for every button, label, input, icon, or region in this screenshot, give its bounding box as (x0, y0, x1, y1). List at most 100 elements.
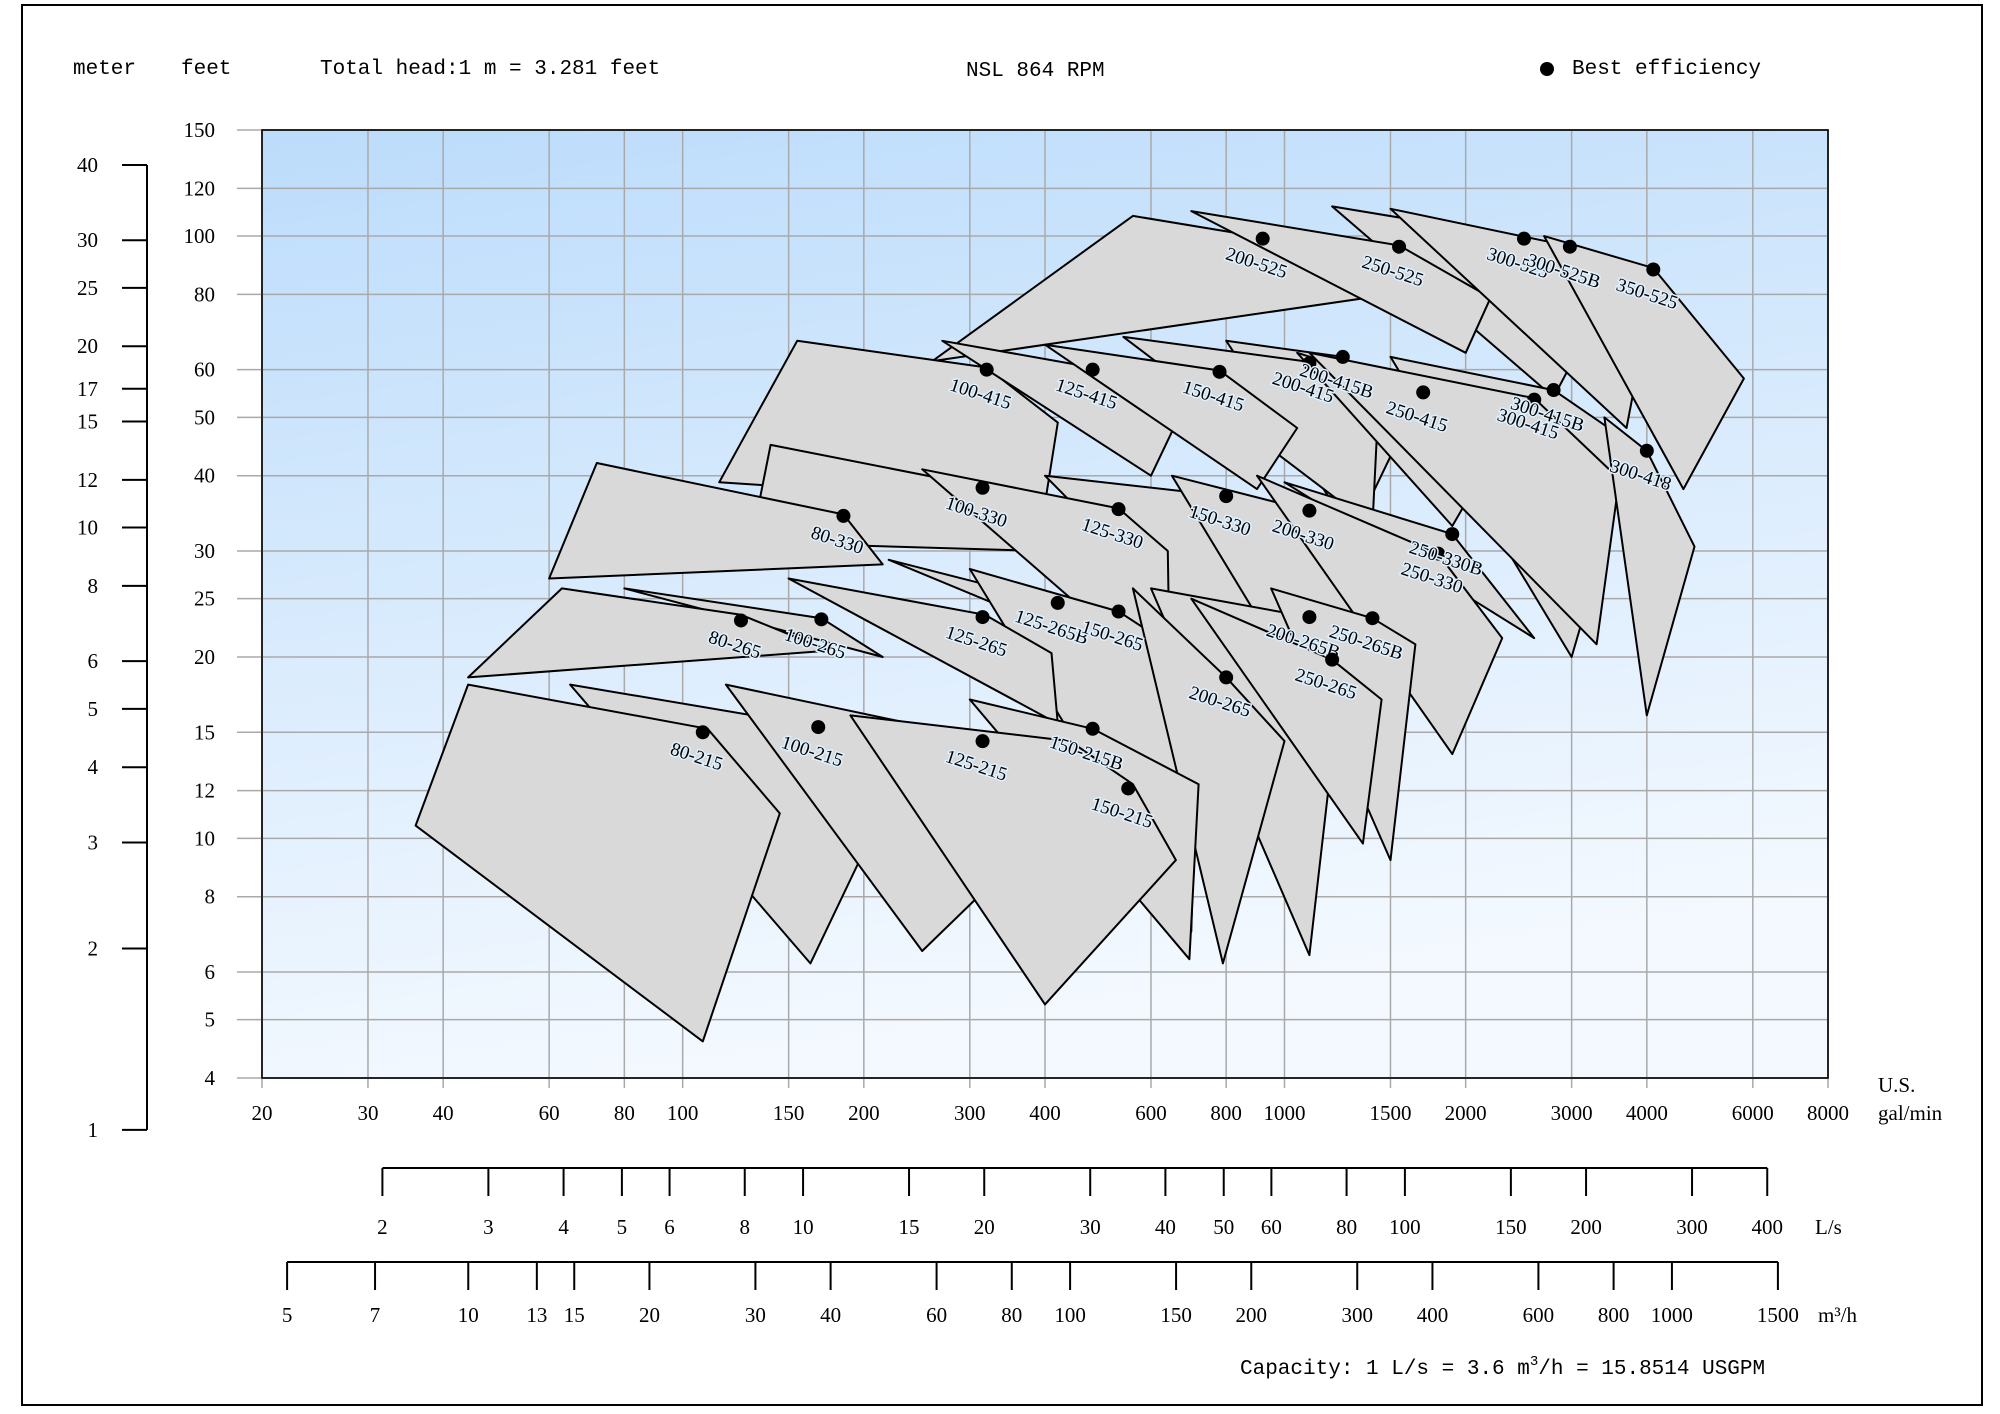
feet-tick-label: 30 (194, 539, 215, 563)
gpm-tick-label: 30 (357, 1101, 378, 1125)
bep-dot-150-215 (1121, 781, 1136, 796)
meter-tick-label: 8 (88, 574, 99, 598)
bep-dot-250-525 (1392, 239, 1407, 254)
feet-tick-label: 10 (194, 826, 215, 850)
ls-tick-label: 100 (1389, 1215, 1421, 1239)
pump-envelope-250-265 (1190, 597, 1383, 845)
bep-dot-150-330 (1219, 489, 1234, 504)
m3h-tick-label: 400 (1417, 1303, 1449, 1327)
bep-dot-125-265 (975, 610, 990, 625)
bep-dot-350-525 (1646, 262, 1661, 277)
ls-unit-label: L/s (1815, 1215, 1842, 1239)
meter-tick-label: 4 (88, 755, 99, 779)
ls-tick-label: 4 (558, 1215, 569, 1239)
capacity-prefix: Capacity: 1 L/s = 3.6 m (1240, 1358, 1530, 1381)
bep-dot-100-330 (975, 480, 990, 495)
ls-tick-label: 30 (1080, 1215, 1101, 1239)
ls-tick-label: 20 (974, 1215, 995, 1239)
ls-tick-label: 150 (1495, 1215, 1527, 1239)
ls-tick-label: 50 (1213, 1215, 1234, 1239)
feet-tick-label: 5 (205, 1008, 216, 1032)
bep-dot-300-525B (1562, 239, 1577, 254)
gpm-tick-label: 300 (954, 1101, 986, 1125)
page-border (21, 4, 1983, 1406)
meter-tick-label: 15 (77, 409, 98, 433)
bep-dot-200-415 (1302, 356, 1317, 371)
ls-tick-label: 60 (1261, 1215, 1282, 1239)
m3h-tick-label: 80 (1001, 1303, 1022, 1327)
meter-tick-label: 17 (77, 377, 98, 401)
bep-dot-100-215 (811, 720, 826, 735)
bep-dot-300-415B (1546, 383, 1561, 398)
m3h-tick-label: 13 (526, 1303, 547, 1327)
m3h-tick-label: 30 (745, 1303, 766, 1327)
bep-dot-150-215B (1085, 721, 1100, 736)
pump-envelope-350-525 (1543, 235, 1745, 491)
feet-tick-label: 50 (194, 405, 215, 429)
meter-tick-label: 3 (88, 830, 99, 854)
gpm-tick-label: 1000 (1263, 1101, 1305, 1125)
bep-dot-125-215 (975, 734, 990, 749)
ls-tick-label: 6 (664, 1215, 675, 1239)
m3h-tick-label: 1500 (1757, 1303, 1799, 1327)
meter-tick-label: 1 (88, 1118, 99, 1142)
bep-dot-125-415 (1085, 362, 1100, 377)
bep-dot-80-215 (695, 725, 710, 740)
bep-dot-250-330 (1431, 546, 1446, 561)
feet-tick-label: 40 (194, 464, 215, 488)
best-efficiency-legend-dot (1540, 62, 1554, 76)
ls-tick-label: 5 (617, 1215, 628, 1239)
ls-tick-label: 8 (739, 1215, 750, 1239)
gpm-tick-label: 80 (614, 1101, 635, 1125)
ls-tick-label: 15 (899, 1215, 920, 1239)
gpm-tick-label: 40 (433, 1101, 454, 1125)
bep-dot-250-265 (1325, 652, 1340, 667)
m3h-tick-label: 200 (1236, 1303, 1268, 1327)
feet-tick-label: 15 (194, 720, 215, 744)
m3h-tick-label: 7 (370, 1303, 381, 1327)
pump-envelope-125-265 (787, 577, 1059, 725)
m3h-tick-label: 5 (282, 1303, 293, 1327)
m3h-tick-label: 300 (1341, 1303, 1373, 1327)
feet-tick-label: 25 (194, 587, 215, 611)
feet-tick-label: 6 (205, 960, 216, 984)
feet-tick-label: 100 (184, 224, 216, 248)
meter-tick-label: 25 (77, 276, 98, 300)
bep-dot-100-415 (979, 362, 994, 377)
bep-dot-300-525 (1516, 231, 1531, 246)
m3h-tick-label: 1000 (1651, 1303, 1693, 1327)
ls-tick-label: 40 (1155, 1215, 1176, 1239)
ls-tick-label: 200 (1570, 1215, 1602, 1239)
gpm-tick-label: 3000 (1551, 1101, 1593, 1125)
gpm-tick-label: 20 (252, 1101, 273, 1125)
capacity-suffix: /h = 15.8514 USGPM (1538, 1358, 1765, 1381)
bep-dot-300-415 (1527, 392, 1542, 407)
m3h-tick-label: 20 (639, 1303, 660, 1327)
feet-unit-label: feet (181, 58, 231, 81)
meter-tick-label: 6 (88, 649, 99, 673)
gpm-tick-label: 8000 (1807, 1101, 1849, 1125)
meter-unit-label: meter (73, 58, 136, 81)
bep-dot-125-330 (1111, 502, 1126, 517)
meter-tick-label: 2 (88, 937, 99, 961)
m3h-tick-label: 40 (820, 1303, 841, 1327)
gpm-unit-top: U.S. (1878, 1073, 1915, 1097)
gpm-tick-label: 6000 (1732, 1101, 1774, 1125)
bep-dot-250-415 (1416, 385, 1431, 400)
pump-envelope-300-418 (1603, 416, 1696, 717)
feet-tick-label: 120 (184, 176, 216, 200)
plot-border (261, 129, 1829, 1079)
gpm-tick-label: 1500 (1369, 1101, 1411, 1125)
bep-dot-300-418 (1639, 443, 1654, 458)
bep-dot-100-265 (814, 612, 829, 627)
chart-title: NSL 864 RPM (966, 60, 1105, 83)
feet-tick-label: 80 (194, 282, 215, 306)
m3h-tick-label: 15 (564, 1303, 585, 1327)
ls-tick-label: 80 (1336, 1215, 1357, 1239)
bep-dot-250-330B (1445, 527, 1460, 542)
m3h-unit-label: m³/h (1818, 1303, 1857, 1327)
bep-dot-200-265B (1302, 610, 1317, 625)
feet-tick-label: 8 (205, 885, 216, 909)
meter-tick-label: 30 (77, 228, 98, 252)
